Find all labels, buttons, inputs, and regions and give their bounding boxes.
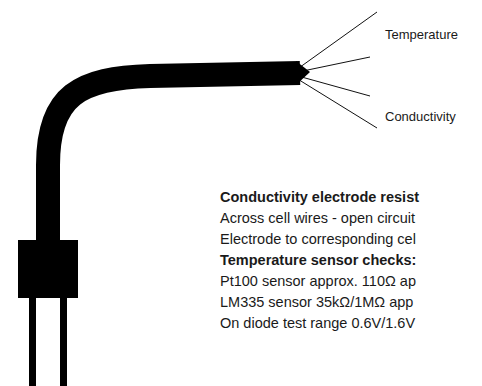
connector-pin: [29, 298, 36, 386]
wire-label: Conductivity: [385, 108, 456, 126]
note: Pt100 sensor approx. 110Ω ap: [220, 272, 416, 290]
heading: Conductivity electrode resist: [220, 188, 419, 206]
heading: Temperature sensor checks:: [220, 251, 416, 269]
wire-label: Temperature: [385, 26, 458, 44]
wire: [296, 12, 377, 70]
note: Across cell wires - open circuit: [220, 209, 415, 227]
connector-body: [18, 240, 78, 298]
note: Electrode to corresponding cel: [220, 230, 416, 248]
note: On diode test range 0.6V/1.6V: [220, 314, 415, 332]
sensor-wires: [296, 12, 377, 128]
connector-pin: [60, 298, 67, 386]
cable-end: [296, 61, 310, 85]
note: LM335 sensor 35kΩ/1MΩ app: [220, 293, 413, 311]
wire: [296, 78, 377, 128]
wire: [298, 57, 370, 72]
